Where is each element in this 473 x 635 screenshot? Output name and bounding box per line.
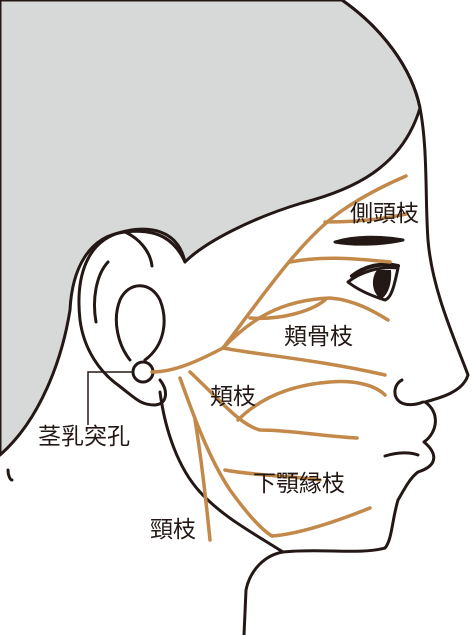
foramen-leader-line bbox=[87, 371, 134, 425]
eye-upper-lash bbox=[350, 262, 400, 278]
nerve-mandibular-twig bbox=[223, 468, 322, 482]
nerve-cervical bbox=[193, 418, 212, 542]
label-cervical-branch: 頸枝 bbox=[150, 517, 196, 543]
jaw-outline bbox=[158, 390, 285, 554]
stylomastoid-foramen-marker bbox=[131, 360, 155, 384]
ear-outer bbox=[77, 227, 187, 407]
ear-inner bbox=[114, 284, 166, 362]
nerve-buccal-upper bbox=[221, 346, 387, 377]
neck-outline bbox=[6, 468, 14, 482]
nostril bbox=[393, 378, 425, 407]
eye-iris bbox=[372, 270, 392, 299]
nerve-trunk bbox=[150, 346, 225, 374]
label-buccal-branch: 頬枝 bbox=[210, 384, 256, 410]
ear-helix-fold bbox=[93, 260, 110, 324]
nerve-temporal-twig-2 bbox=[288, 256, 392, 264]
label-zygomatic-branch: 頬骨枝 bbox=[284, 324, 353, 350]
label-temporal-branch: 側頭枝 bbox=[350, 201, 419, 227]
facial-nerve bbox=[150, 174, 408, 542]
nerve-buccal bbox=[188, 370, 359, 440]
nerve-temporal-twig bbox=[323, 212, 408, 224]
eyebrow bbox=[333, 235, 405, 246]
label-stylomastoid-foramen: 茎乳突孔 bbox=[38, 424, 130, 450]
mouth bbox=[383, 451, 420, 458]
nerve-buccal-twig bbox=[236, 379, 387, 422]
label-mandibular-branch: 下顎縁枝 bbox=[253, 471, 345, 497]
nerve-zygomatic bbox=[221, 296, 390, 350]
face-profile bbox=[242, 0, 470, 635]
nerve-zygomatic-twig bbox=[248, 298, 327, 321]
nerve-lower-trunk bbox=[178, 376, 274, 538]
ear-tragus bbox=[123, 230, 154, 268]
nerve-mandibular bbox=[270, 506, 372, 538]
